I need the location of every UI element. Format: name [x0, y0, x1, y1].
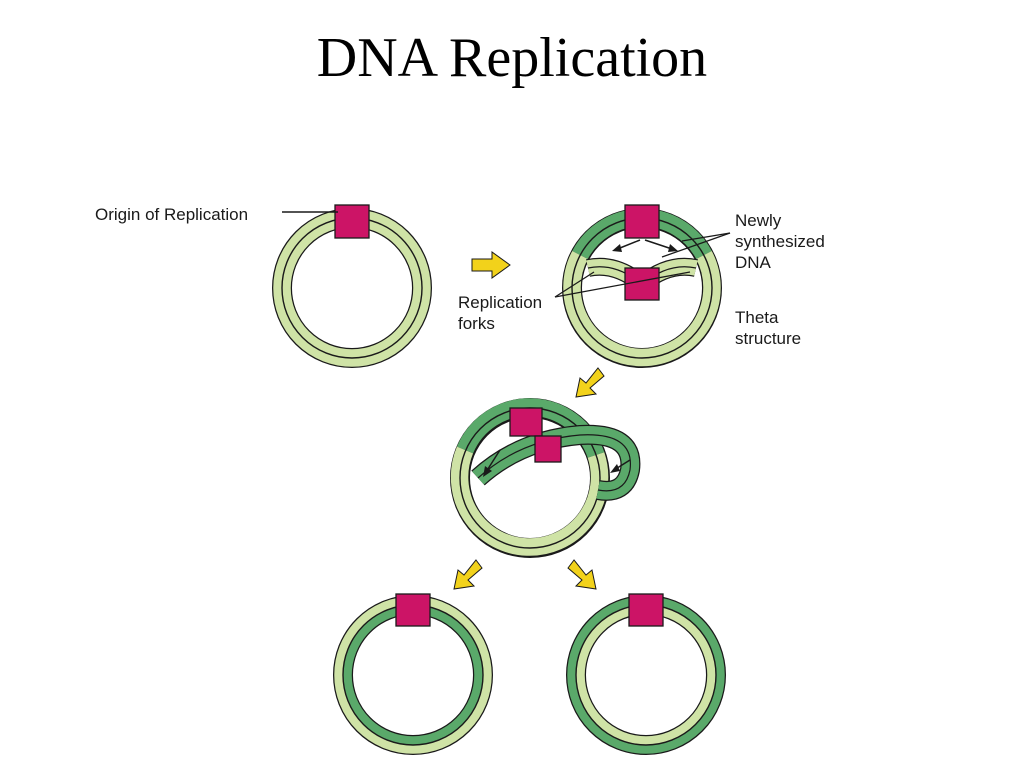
forks-line-2: forks	[458, 314, 495, 333]
parental-circle	[272, 204, 432, 368]
newly-pointer-line	[661, 232, 731, 258]
forks-pointer-line	[554, 271, 691, 298]
theta-label: Theta structure	[735, 308, 801, 348]
newly-label: Newly synthesized DNA	[735, 211, 830, 272]
origin-marker	[534, 435, 562, 463]
fork-arrowhead	[668, 244, 678, 252]
step-arrow-down-right	[567, 559, 597, 590]
forks-label: Replication forks	[458, 293, 547, 333]
step-arrow-down-left	[453, 559, 483, 590]
fork-arrow	[485, 449, 501, 473]
theta-line-1: Theta	[735, 308, 779, 327]
daughter-circle-left	[333, 593, 493, 755]
origin-marker	[395, 593, 431, 627]
step-arrow-right	[471, 251, 511, 279]
fork-arrowhead	[610, 464, 620, 473]
origin-marker	[509, 407, 543, 437]
theta-line-2: structure	[735, 329, 801, 348]
slide-title: DNA Replication	[316, 27, 708, 89]
newly-line-1: Newly	[735, 211, 782, 230]
fork-arrowhead	[483, 466, 492, 477]
daughter-circle-right	[566, 593, 726, 755]
origin-label: Origin of Replication	[95, 205, 248, 224]
origin-marker	[334, 204, 370, 239]
origin-marker	[624, 204, 660, 239]
origin-marker	[624, 267, 660, 301]
late-replication-structure	[450, 398, 641, 558]
newly-line-2: synthesized	[735, 232, 825, 251]
step-arrow-down-left	[575, 367, 605, 398]
theta-structure	[562, 204, 722, 368]
forks-line-1: Replication	[458, 293, 542, 312]
newly-pointer-line	[681, 232, 731, 242]
fork-arrowhead	[612, 244, 622, 252]
origin-marker	[628, 593, 664, 627]
newly-line-3: DNA	[735, 253, 772, 272]
forks-pointer-line	[554, 271, 595, 298]
